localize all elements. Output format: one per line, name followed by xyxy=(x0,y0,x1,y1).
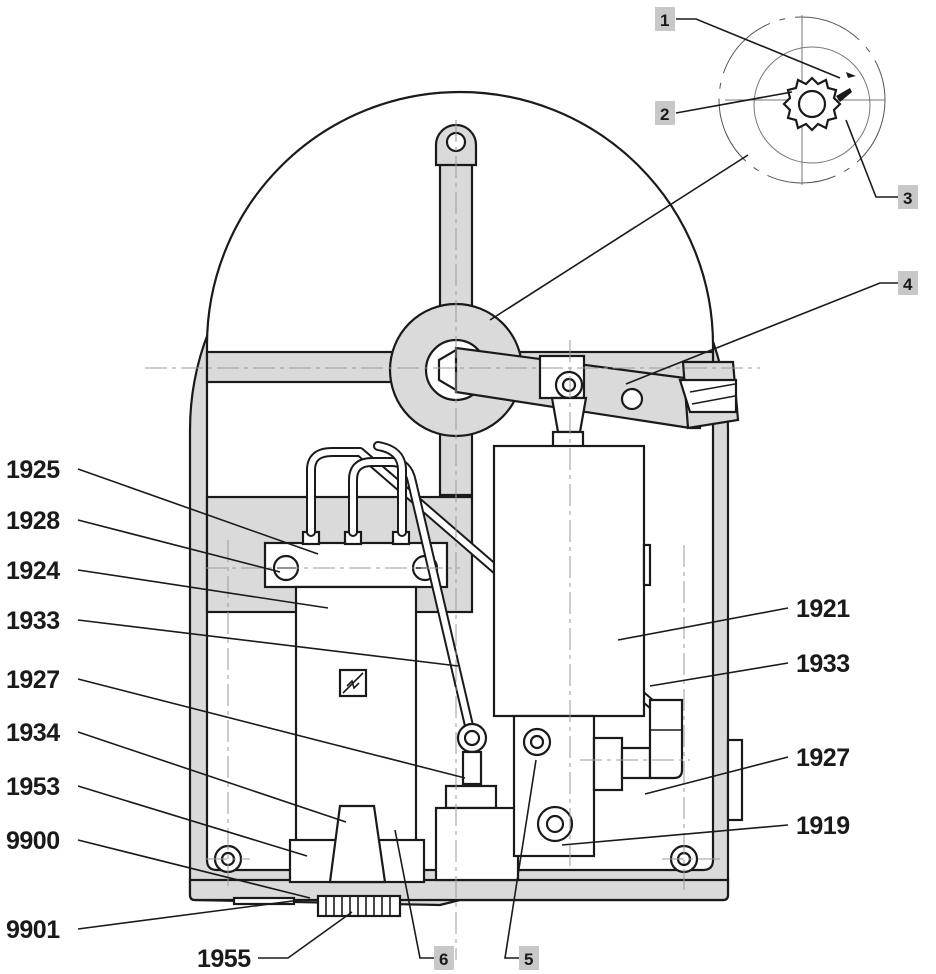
tag-2: 2 xyxy=(660,105,669,124)
tag-4: 4 xyxy=(903,275,913,294)
right-cylinder xyxy=(492,354,684,858)
label-1933-left: 1933 xyxy=(6,607,60,635)
label-1955: 1955 xyxy=(197,945,251,973)
label-1925: 1925 xyxy=(6,456,60,484)
center-fittings xyxy=(434,722,520,882)
label-1927-left: 1927 xyxy=(6,666,60,694)
label-1924: 1924 xyxy=(6,557,60,585)
label-1927-right: 1927 xyxy=(796,744,850,772)
label-9900: 9900 xyxy=(6,827,60,855)
label-1928: 1928 xyxy=(6,507,60,535)
label-1921: 1921 xyxy=(796,595,850,623)
tubing xyxy=(306,441,661,735)
label-1934: 1934 xyxy=(6,719,60,747)
tag-6: 6 xyxy=(439,950,448,969)
labels: 1925 1928 1924 1933 1927 1934 1953 9900 … xyxy=(6,11,913,973)
tag-1: 1 xyxy=(660,11,669,30)
label-1919: 1919 xyxy=(796,812,850,840)
label-1933-right: 1933 xyxy=(796,650,850,678)
tag-3: 3 xyxy=(903,189,912,208)
label-9901: 9901 xyxy=(6,916,60,944)
number-tags xyxy=(434,7,918,970)
label-1953: 1953 xyxy=(6,773,60,801)
leader-lines xyxy=(77,18,898,959)
tag-5: 5 xyxy=(524,950,533,969)
left-subassembly xyxy=(205,495,474,918)
